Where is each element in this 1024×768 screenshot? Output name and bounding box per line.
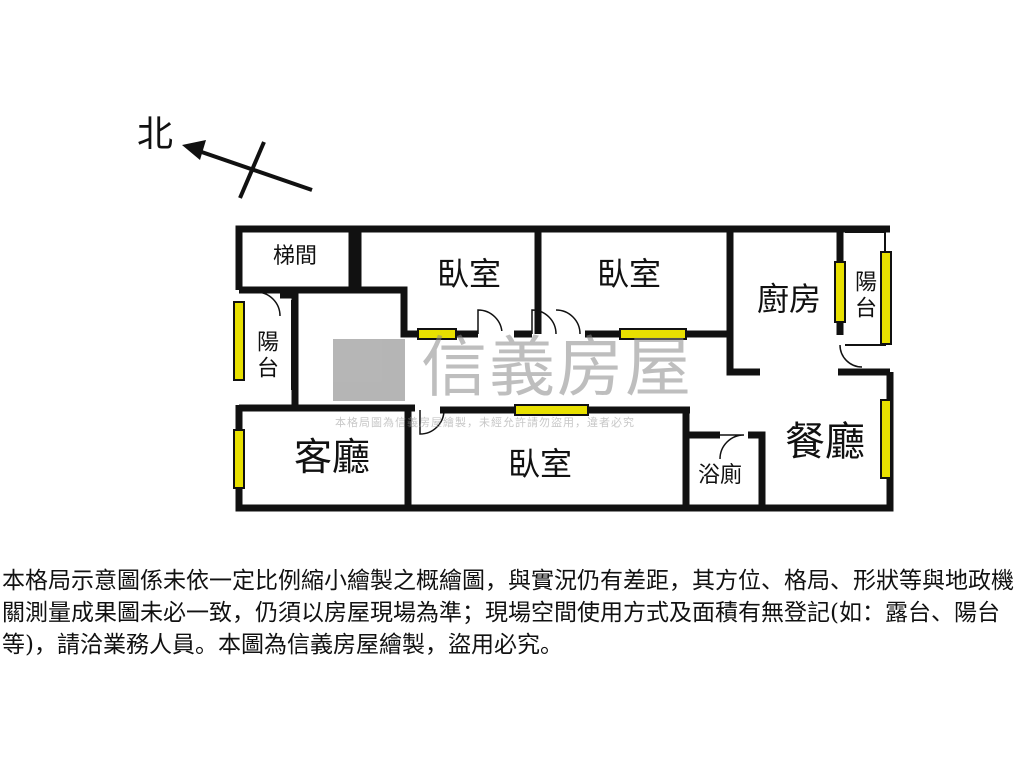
room-bedroom-2: 臥室 [597, 255, 662, 293]
room-living: 客廳 [294, 435, 371, 479]
room-stairwell: 梯間 [273, 244, 318, 269]
room-bedroom-1: 臥室 [437, 255, 502, 293]
doors [255, 291, 863, 460]
room-kitchen: 廚房 [757, 280, 822, 318]
disclaimer-text: 本格局示意圖係未依一定比例縮小繪製之概繪圖，與實況仍有差距，其方位、格局、形狀等… [2, 568, 1014, 658]
room-balcony-right: 陽台 [851, 270, 876, 322]
north-label: 北 [137, 114, 174, 155]
room-bedroom-3: 臥室 [508, 445, 573, 483]
north-arrow-icon [182, 140, 313, 199]
interior-walls [235, 229, 890, 508]
floor-plan [182, 140, 894, 512]
windows [233, 251, 892, 489]
room-balcony-left: 陽台 [253, 330, 278, 382]
room-bathroom: 浴廁 [698, 463, 743, 488]
room-dining: 餐廳 [785, 419, 865, 465]
